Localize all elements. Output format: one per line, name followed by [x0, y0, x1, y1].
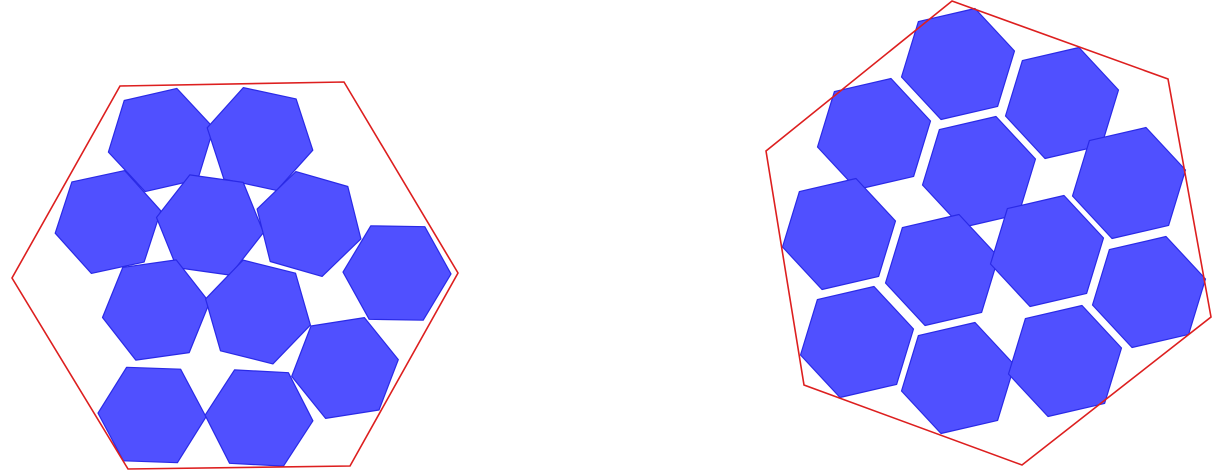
packing-right: [765, 0, 1212, 466]
packing-left: [11, 81, 459, 470]
left-hexagon-7: [205, 259, 311, 365]
left-container-outline: [11, 81, 459, 470]
right-hexagon-6: [781, 177, 897, 291]
left-hexagon-9: [291, 317, 399, 419]
right-hexagons: [781, 7, 1207, 435]
right-hexagon-12: [1007, 304, 1123, 418]
right-hexagon-11: [900, 321, 1016, 435]
left-hexagons: [54, 86, 452, 467]
right-hexagon-8: [989, 194, 1105, 308]
right-hexagon-10: [799, 285, 915, 399]
right-hexagon-1: [900, 7, 1016, 121]
right-container-outline: [765, 0, 1212, 466]
right-hexagon-5: [1071, 126, 1187, 240]
left-hexagon-8: [342, 225, 452, 321]
left-hexagon-3: [54, 170, 162, 274]
left-hexagon-11: [204, 369, 314, 467]
left-hexagon-10: [97, 366, 207, 464]
right-hexagon-9: [1091, 235, 1207, 349]
left-hexagon-5: [256, 171, 362, 277]
right-hexagon-7: [884, 213, 1000, 327]
left-hexagon-6: [101, 259, 211, 361]
right-hexagon-3: [816, 77, 932, 191]
